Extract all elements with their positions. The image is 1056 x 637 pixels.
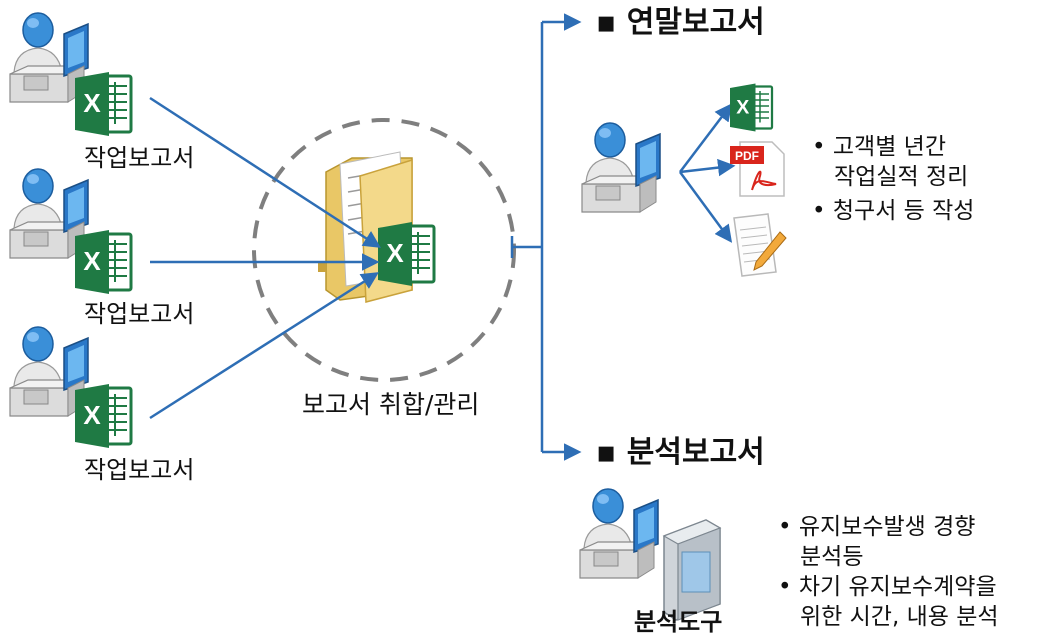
annual-bullet-2: • 청구서 등 작성 [812, 196, 974, 226]
excel-icon [728, 82, 774, 133]
analysis-tool-icon [662, 519, 722, 621]
excel-icon [73, 382, 133, 450]
excel-icon [73, 228, 133, 296]
user-at-computer-icon [579, 488, 659, 579]
annual-report-title: ▪ 연말보고서 [596, 5, 765, 40]
analysis-tool-label: 분석도구 [634, 608, 723, 636]
aggregation-circle [252, 118, 516, 382]
arrow-to-excel [679, 103, 733, 173]
analysis-bullet-2-line1: • 차기 유지보수계약을 [778, 574, 997, 600]
analysis-bullet-2: • 차기 유지보수계약을 위한 시간, 내용 분석 [778, 572, 999, 632]
arrow-report-3 [149, 272, 379, 420]
analysis-report-title: ▪ 분석보고서 [596, 435, 765, 470]
arrow-report-1 [149, 96, 381, 248]
arrow-to-pdf [679, 158, 736, 177]
analysis-bullet-1: • 유지보수발생 경향 분석등 [778, 512, 975, 572]
excel-icon [376, 220, 436, 288]
analysis-bullet-1-line1: • 유지보수발생 경향 [778, 514, 976, 540]
work-report-label-3: 작업보고서 [84, 456, 195, 484]
work-report-label-1: 작업보고서 [84, 144, 195, 172]
pdf-text: PDF [735, 149, 759, 163]
pdf-icon: PDF [730, 141, 785, 197]
annual-bullet-1-line2: 작업실적 정리 [834, 164, 969, 190]
analysis-bullet-2-line2: 위한 시간, 내용 분석 [800, 604, 999, 630]
work-report-label-2: 작업보고서 [84, 300, 195, 328]
user-at-computer-icon [581, 122, 661, 213]
arrow-to-document [678, 171, 733, 243]
analysis-bullet-1-line2: 분석등 [800, 544, 864, 570]
excel-icon [73, 70, 133, 138]
document-pen-icon [733, 213, 787, 277]
branch-connector [510, 13, 582, 461]
aggregation-label: 보고서 취합/관리 [302, 390, 480, 419]
annual-bullet-2-line1: • 청구서 등 작성 [812, 198, 975, 224]
annual-bullet-1: • 고객별 년간 작업실적 정리 [812, 132, 968, 192]
annual-bullet-1-line1: • 고객별 년간 [812, 134, 946, 160]
